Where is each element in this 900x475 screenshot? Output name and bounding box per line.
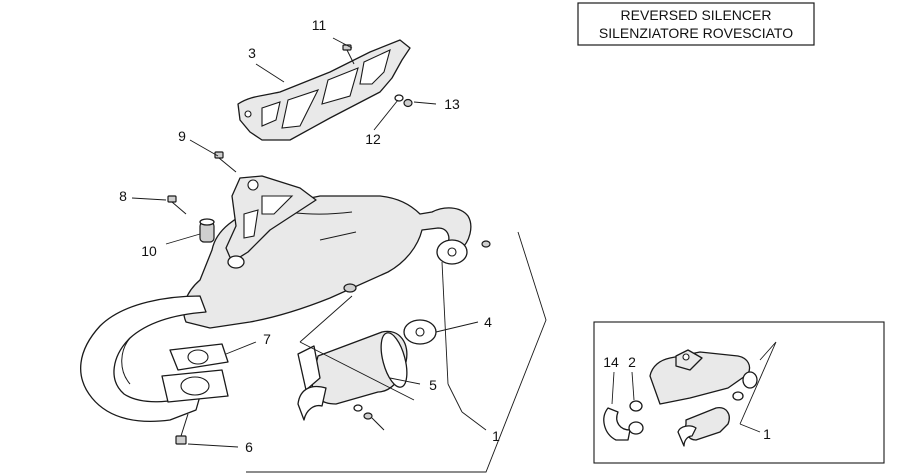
silencer xyxy=(297,330,408,431)
title-box: REVERSED SILENCER SILENZIATORE ROVESCIAT… xyxy=(577,2,815,46)
callout-3: 3 xyxy=(248,45,256,61)
callout-1-inset: 1 xyxy=(763,426,771,442)
callout-5: 5 xyxy=(429,377,437,393)
callout-1: 1 xyxy=(492,428,500,444)
callout-14-inset: 14 xyxy=(603,354,619,370)
callout-12: 12 xyxy=(365,131,381,147)
callout-11: 11 xyxy=(312,17,327,33)
inset-box xyxy=(593,321,885,464)
nut-washer-12-13 xyxy=(394,94,413,108)
callout-4: 4 xyxy=(484,314,492,330)
exhaust-body xyxy=(80,151,472,445)
callout-9: 9 xyxy=(178,128,186,144)
gasket-4 xyxy=(403,319,437,345)
title-line-1: REVERSED SILENCER xyxy=(621,7,772,23)
callout-13: 13 xyxy=(444,96,460,112)
outlet-flange xyxy=(436,239,491,265)
leader-lines xyxy=(131,37,777,473)
callout-6: 6 xyxy=(245,439,253,455)
title-line-2: SILENZIATORE ROVESCIATO xyxy=(599,25,793,41)
callout-labels: 1 2 3 4 5 6 7 8 9 10 11 12 13 14 1 xyxy=(119,17,771,455)
bolt-11 xyxy=(342,44,355,65)
callout-10: 10 xyxy=(141,243,157,259)
callout-2-inset: 2 xyxy=(628,354,636,370)
callout-7: 7 xyxy=(263,331,271,347)
heat-shield xyxy=(237,39,411,141)
callout-8: 8 xyxy=(119,188,127,204)
